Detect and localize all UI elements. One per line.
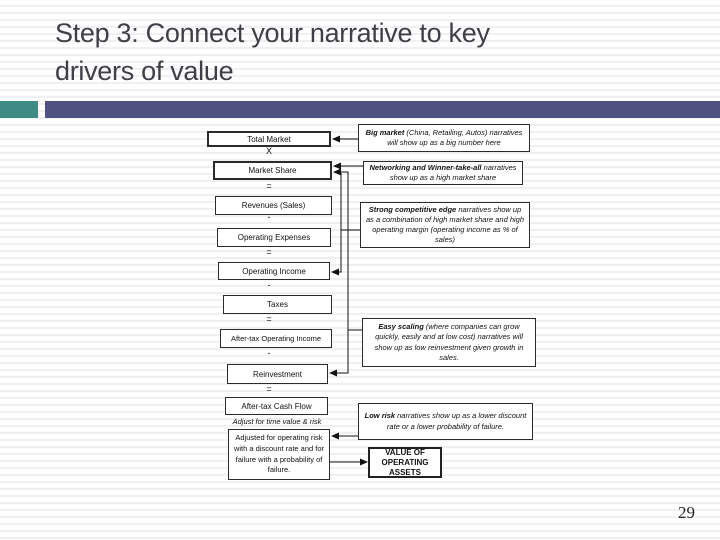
operator-equals-3: = <box>266 314 272 324</box>
note-easy-scaling: Easy scaling (where companies can grow q… <box>362 318 536 367</box>
flow-box-reinvestment: Reinvestment <box>227 364 328 384</box>
operator-minus-3: - <box>267 348 271 358</box>
note-big-market-rest: (China, Retailing, Autos) narratives wil… <box>387 127 523 147</box>
flow-box-operating-income: Operating Income <box>218 262 330 280</box>
slide-title: Step 3: Connect your narrative to key dr… <box>55 14 695 90</box>
operator-minus-1: - <box>267 212 271 222</box>
operator-multiply: X <box>265 146 272 156</box>
flow-box-risk-adjustment: Adjusted for operating risk with a disco… <box>228 429 330 480</box>
note-networking-rest: narratives show up as a high market shar… <box>389 162 517 182</box>
slide-title-line2: drivers of value <box>55 56 234 86</box>
flow-box-taxes: Taxes <box>223 295 332 314</box>
flow-box-value-of-operating-assets: VALUE OF OPERATING ASSETS <box>368 447 442 478</box>
operator-minus-2: - <box>267 280 271 290</box>
flow-box-market-share: Market Share <box>213 161 332 180</box>
note-networking: Networking and Winner-take-all narrative… <box>363 161 523 185</box>
operator-equals-1: = <box>266 181 272 191</box>
operator-equals-2: = <box>266 247 272 257</box>
operator-equals-4: = <box>266 384 272 394</box>
note-competitive-edge-lead: Strong competitive edge <box>368 204 457 214</box>
flow-box-operating-expenses: Operating Expenses <box>217 228 331 247</box>
note-easy-scaling-lead: Easy scaling <box>378 322 424 332</box>
note-easy-scaling-rest: (where companies can grow quickly, easil… <box>374 322 524 362</box>
accent-bar-teal <box>0 101 38 118</box>
note-big-market: Big market (China, Retailing, Autos) nar… <box>358 124 530 152</box>
accent-bar-purple <box>45 101 720 118</box>
note-competitive-edge: Strong competitive edge narratives show … <box>360 202 530 248</box>
note-networking-lead: Networking and Winner-take-all <box>369 162 482 172</box>
note-low-risk-rest: narratives show up as a lower discount r… <box>386 411 527 431</box>
flow-box-after-tax-cash-flow: After-tax Cash Flow <box>225 397 328 415</box>
note-low-risk: Low risk narratives show up as a lower d… <box>358 403 533 440</box>
adjust-time-value-note: Adjust for time value & risk <box>232 417 322 426</box>
flow-box-after-tax-operating-income: After-tax Operating Income <box>220 329 332 348</box>
note-low-risk-lead: Low risk <box>364 411 396 421</box>
flow-box-revenues: Revenues (Sales) <box>215 196 332 215</box>
flow-box-total-market: Total Market <box>207 131 331 147</box>
slide-title-line1: Step 3: Connect your narrative to key <box>55 18 490 48</box>
page-number: 29 <box>678 503 695 522</box>
note-competitive-edge-rest: narratives show up as a combination of h… <box>365 204 524 245</box>
note-big-market-lead: Big market <box>365 127 405 137</box>
